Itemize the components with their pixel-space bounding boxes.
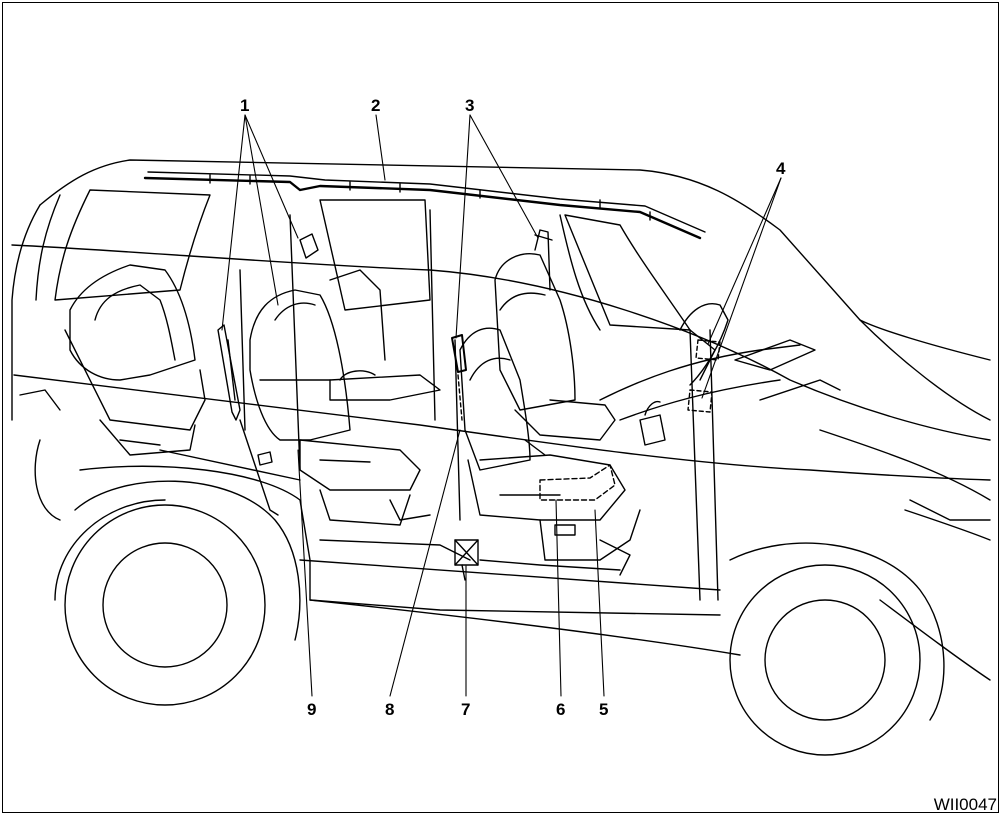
- occupant-sensor: [539, 464, 616, 501]
- floor: [159, 449, 621, 571]
- callout-8: 8: [385, 700, 394, 719]
- callout-5: 5: [599, 700, 608, 719]
- front-passenger-seat: [494, 229, 616, 456]
- dashboard: [599, 303, 841, 446]
- vehicle-body: [11, 159, 991, 681]
- callout-4: 4: [776, 159, 786, 178]
- callout-7: 7: [461, 700, 470, 719]
- callout-3: 3: [465, 96, 474, 115]
- front-driver-seat: [459, 327, 641, 576]
- roof-rail-airbag: [143, 171, 706, 240]
- callout-1: 1: [240, 96, 249, 115]
- rear-pillar-belt: [217, 233, 319, 516]
- leader-lines: [221, 114, 782, 697]
- rear-windows: [54, 189, 691, 331]
- callout-2: 2: [371, 96, 380, 115]
- callout-6: 6: [556, 700, 565, 719]
- callout-9: 9: [307, 700, 316, 719]
- wheels: [54, 480, 945, 756]
- second-row-seat: [249, 269, 441, 526]
- third-row-seat: [19, 264, 206, 456]
- figure-code: WII0047: [933, 795, 997, 814]
- front-pillar-belt: [451, 334, 479, 581]
